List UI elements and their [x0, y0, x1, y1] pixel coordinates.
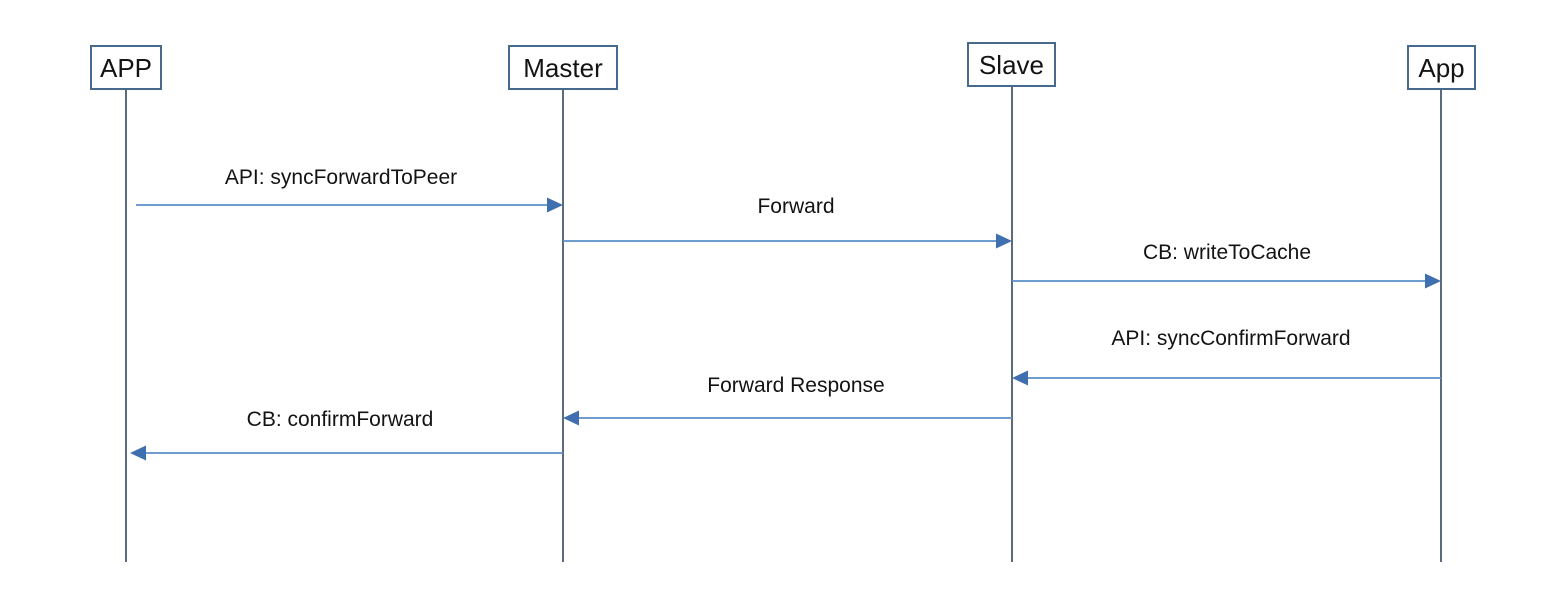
participant-box-app-left[interactable]: APP — [90, 45, 162, 90]
message-arrows-layer — [130, 197, 1441, 461]
participant-label-app-left: APP — [99, 52, 153, 83]
participant-box-app-right[interactable]: App — [1407, 45, 1476, 90]
participant-label-master: Master — [523, 52, 603, 83]
message-label-m3: CB: writeToCache — [1142, 241, 1312, 264]
arrowhead-m1 — [547, 197, 563, 213]
arrowhead-m6 — [130, 445, 146, 461]
message-label-m4: API: syncConfirmForward — [1111, 327, 1351, 350]
message-label-m5: Forward Response — [707, 374, 885, 397]
arrowhead-m4 — [1012, 370, 1028, 386]
participant-box-master[interactable]: Master — [508, 45, 618, 90]
arrowhead-m5 — [563, 410, 579, 426]
message-label-m2: Forward — [757, 195, 835, 218]
participant-box-slave[interactable]: Slave — [967, 42, 1056, 87]
participant-label-slave: Slave — [978, 49, 1045, 80]
arrowhead-m3 — [1425, 273, 1441, 289]
message-label-m6: CB: confirmForward — [246, 408, 434, 431]
arrowhead-m2 — [996, 233, 1012, 249]
lifelines-layer — [125, 87, 1442, 562]
message-label-m1: API: syncForwardToPeer — [224, 166, 458, 189]
participant-label-app-right: App — [1418, 52, 1465, 83]
